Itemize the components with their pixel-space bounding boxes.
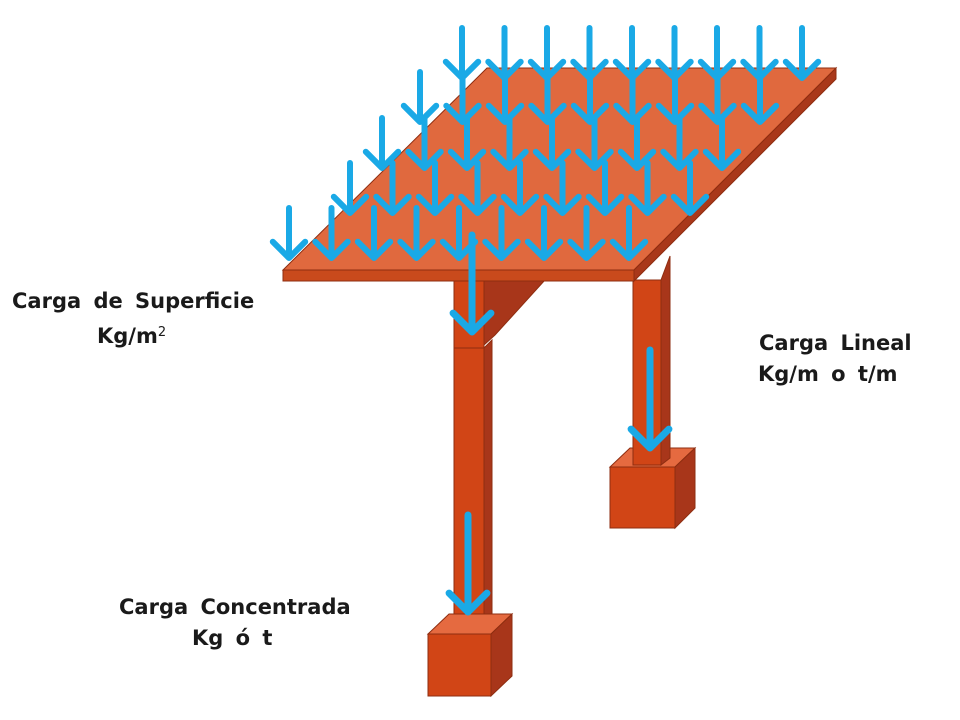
arrow-head	[655, 102, 695, 125]
surface-load-arrow-r3-c8	[660, 115, 699, 171]
right-column-load-arrow	[627, 346, 673, 452]
arrow-head	[443, 102, 482, 125]
surface-load-label: Carga de Superficie Kg/m2	[12, 286, 262, 352]
surface-load-unit-text: Kg/m	[97, 324, 158, 348]
surface-load-arrow-r5-c4	[397, 205, 436, 261]
surface-load-arrow-r4-c8	[628, 160, 667, 216]
surface-load-arrow-r5-c1	[269, 205, 309, 261]
point-load-unit: Kg ó t	[192, 626, 273, 650]
surface-load-arrow-r3-c6	[575, 115, 614, 171]
arrow-head	[740, 102, 780, 125]
surface-load-arrow-r4-c9	[670, 160, 710, 216]
arrow-head	[628, 193, 667, 216]
arrow-head	[570, 102, 610, 125]
right-column-side	[660, 255, 671, 467]
surface-load-arrow-r2-c7	[655, 69, 695, 125]
arrow-head	[782, 58, 822, 81]
arrow-head	[415, 193, 455, 216]
surface-load-arrow-r5-c3	[354, 205, 394, 261]
surface-load-arrow-r3-c7	[617, 115, 657, 171]
surface-load-arrow-r2-c8	[698, 69, 737, 125]
surface-load-arrow-r2-c2	[443, 69, 482, 125]
structure-drawing	[281, 66, 838, 698]
surface-load-arrow-r4-c7	[585, 160, 625, 216]
left-column-load-arrow	[449, 231, 495, 336]
left-footing-front	[427, 633, 492, 697]
surface-load-arrow-r4-c4	[458, 160, 497, 216]
slab-front-edge	[282, 269, 635, 282]
arrow-head	[400, 102, 440, 125]
surface-load-arrow-r4-c3	[415, 160, 455, 216]
arrow-head	[485, 102, 525, 125]
surface-load-arrow-r2-c9	[740, 69, 780, 125]
arrow-head	[447, 148, 487, 171]
arrow-head	[397, 238, 436, 261]
arrow-head	[543, 193, 582, 216]
arrow-head	[445, 589, 491, 616]
point-load-label: Carga Concentrada Kg ó t	[119, 592, 351, 654]
arrow-head	[458, 193, 497, 216]
arrow-head	[609, 238, 649, 261]
concentrated-load-arrows	[445, 231, 673, 616]
surface-load-arrow-r2-c4	[528, 69, 567, 125]
arrow-head	[567, 238, 606, 261]
arrow-head	[585, 193, 625, 216]
surface-load-arrow-r5-c2	[312, 205, 351, 261]
surface-load-arrow-r3-c4	[490, 115, 529, 171]
arrow-head	[702, 148, 742, 171]
point-load-title: Carga Concentrada	[119, 595, 351, 619]
arrow-head	[670, 193, 710, 216]
arrow-head	[613, 102, 652, 125]
linear-load-title: Carga Lineal	[759, 331, 912, 355]
surface-load-arrow-r2-c5	[570, 69, 610, 125]
surface-load-arrow-r5-c7	[524, 205, 564, 261]
surface-load-unit-exponent: 2	[157, 325, 167, 340]
arrow-head	[449, 309, 495, 336]
surface-load-arrow-r5-c6	[482, 205, 521, 261]
arrow-head	[627, 425, 673, 452]
arrow-head	[362, 148, 402, 171]
surface-load-arrow-r3-c3	[447, 115, 487, 171]
linear-load-label: Carga Lineal Kg/m o t/m	[758, 328, 912, 390]
arrow-head	[482, 238, 521, 261]
surface-load-arrow-r2-c3	[485, 69, 525, 125]
surface-load-arrow-r4-c5	[500, 160, 540, 216]
arrow-head	[373, 193, 412, 216]
surface-load-unit: Kg/m2	[12, 317, 262, 352]
left-column-lower-side	[483, 338, 493, 629]
arrow-head	[490, 148, 529, 171]
surface-load-arrow-r4-c1	[330, 160, 370, 216]
linear-load-unit: Kg/m o t/m	[758, 362, 898, 386]
arrow-head	[532, 148, 572, 171]
arrow-head	[312, 238, 351, 261]
arrow-head	[660, 148, 699, 171]
left-footing-load-arrow	[445, 511, 491, 616]
surface-load-arrow-r3-c9	[702, 115, 742, 171]
arrow-head	[405, 148, 444, 171]
surface-load-title: Carga de Superficie	[12, 289, 255, 313]
surface-load-arrow-r2-c6	[613, 69, 652, 125]
arrow-head	[524, 238, 564, 261]
arrow-head	[269, 238, 309, 261]
slab-side-edge	[633, 66, 837, 283]
surface-load-arrow-r4-c2	[373, 160, 412, 216]
surface-load-arrow-r3-c2	[405, 115, 444, 171]
surface-load-arrow-r3-c5	[532, 115, 572, 171]
arrow-head	[330, 193, 370, 216]
arrow-head	[575, 148, 614, 171]
surface-load-arrow-r4-c6	[543, 160, 582, 216]
right-footing-front	[609, 466, 676, 529]
arrow-head	[500, 193, 540, 216]
arrow-head	[698, 102, 737, 125]
surface-load-arrow-r2-c1	[400, 69, 440, 125]
surface-load-arrow-r1-c9	[782, 25, 822, 81]
surface-load-arrow-r5-c9	[609, 205, 649, 261]
arrow-head	[617, 148, 657, 171]
surface-load-arrow-r3-c1	[362, 115, 402, 171]
arrow-head	[354, 238, 394, 261]
surface-load-arrow-r5-c8	[567, 205, 606, 261]
arrow-head	[528, 102, 567, 125]
surface-load-arrows	[269, 25, 822, 261]
